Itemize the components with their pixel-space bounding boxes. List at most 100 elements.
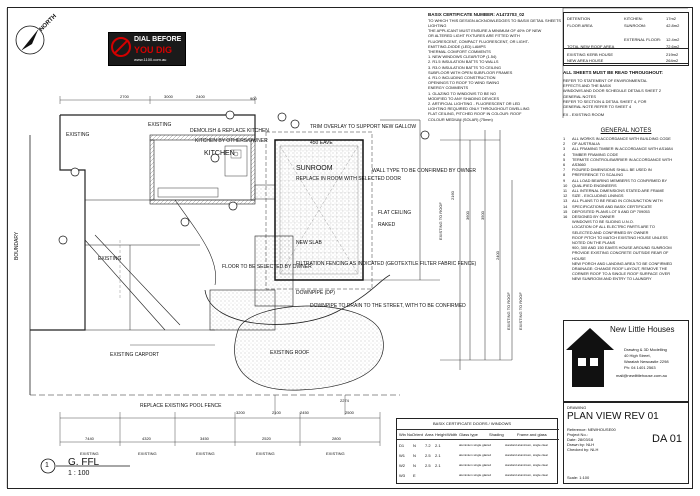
basix-header: BASIX CERTIFICATE NUMBER:: [428, 12, 495, 17]
general-note: SPECIFICATIONS AND BASIX CERTIFICATE: [572, 203, 652, 209]
basix-item: FLUORESCENT, COMPACT FLUORESCENT, OR LIG…: [428, 38, 530, 44]
schedule-cell: W1: [399, 453, 405, 458]
boundary-label: BOUNDARY: [14, 231, 20, 260]
basix-item: THE APPLICANT MUST ENSURE A MINIMUM OF 4…: [428, 28, 542, 34]
house-area-table: EXISTING KERB HOUSE 219m2 NEW AREA HOUSE…: [563, 48, 689, 66]
note-number: 13: [563, 198, 568, 204]
general-note: SIZE - EXCLUDING LININGS: [572, 193, 624, 199]
dim-right-2: 3600: [465, 211, 470, 220]
schedule-cell: 2.5: [425, 453, 431, 458]
note-number: 2: [563, 141, 566, 147]
dial-logo-url: www.1100.com.au: [134, 57, 167, 62]
general-note: HOUSE: [572, 255, 586, 261]
general-note: NEW PORCH AND LANDING AREA TO BE CONFIRM…: [572, 260, 673, 266]
basix-list: LIGHTING THE APPLICANT MUST ENSURE A MIN…: [428, 23, 556, 122]
field-value: NLH: [590, 447, 599, 452]
house-area-val: 219m2: [666, 52, 679, 57]
field-value: NLH: [586, 442, 595, 447]
company-address2: Waratah Newcastle 2298: [624, 359, 669, 364]
company-name: New Little Houses: [610, 325, 675, 334]
note-number: 5: [563, 156, 566, 162]
note-number: 15: [563, 208, 568, 214]
dim-misc-2: 900: [250, 96, 257, 101]
company-tagline: Drawing & 3D Modelling: [624, 347, 667, 352]
note-number: 8: [563, 172, 566, 178]
callout-6: FLOOR TO BE SELECTED BY OWNER: [222, 264, 312, 270]
basix-item: 3. R3.0 INSULATION BATTS TO CEILING: [428, 64, 502, 70]
house-area-left: NEW AREA HOUSE: [567, 58, 604, 63]
schedule-cell: N: [413, 453, 416, 458]
window-schedule: BASIX CERTIFICATE DOORS / WINDOWS Win No…: [396, 418, 559, 484]
general-note: QUALIFIED ENGINEERS: [572, 182, 617, 188]
schedule-cell: aluminium single glazed: [459, 453, 492, 457]
callout-9: DOWNPIPE TO DRAIN TO THE STREET, WITH TO…: [310, 303, 466, 309]
dim-right-4: 2400: [495, 251, 500, 260]
area-row-val: 12.4m2: [666, 37, 680, 42]
note-number: 1: [563, 136, 566, 141]
room-label-kitchen: KITCHEN: [204, 150, 235, 157]
title-block: DRAWING PLAN VIEW REV 01 Reference: NEWH…: [563, 402, 689, 484]
general-note: NEW SUNROOM AND ENTRY TO LAUNDRY: [572, 276, 652, 282]
basix-item: ENERGY COMMENTS: [428, 85, 469, 91]
general-note: ALL INTERNAL DIMENSIONS STATED ARE FRAME: [572, 188, 665, 194]
note-number: 9: [563, 177, 566, 183]
general-notes-block: GENERAL NOTES 1 2 3 4 5 6 7 8 9 10 11: [563, 128, 689, 282]
callout-4: FLAT CEILING: [378, 210, 412, 216]
dim-bottom-label-4: EXISTING: [256, 451, 275, 456]
basix-item: 2. R1.5 INSULATION BATTS TO WALLS: [428, 59, 499, 65]
dim-bottom-1: 7440: [85, 436, 94, 441]
general-note: TERMITE CONTROL/BARRIER IN ACCORDANCE WI…: [572, 156, 673, 162]
dim-bottom-label-5: EXISTING: [326, 451, 345, 456]
callout-2: 450 EAVE: [310, 140, 333, 146]
general-note: PROVIDE EXISTING CONCRETE OUTSIDE REAR O…: [572, 250, 669, 256]
no-dig-icon: [111, 37, 131, 57]
basix-item: MODIFIED TO ANY SHADING DEVICES: [428, 95, 500, 101]
company-address1: 40 High Street,: [624, 353, 651, 358]
read-note-line: WINDOWS AND DOOR SCHEDULE DETAILS SHEET …: [563, 88, 662, 94]
general-note: ALL WORKS IN ACCORDANCE WITH BUILDING CO…: [572, 136, 671, 141]
schedule-header: Frame and glass: [517, 432, 547, 437]
note-number: 16: [563, 214, 568, 220]
basix-item: 1. GLAZING TO WINDOWS TO BE NO: [428, 90, 497, 96]
general-note: ROOF PITCH TO MATCH EXISTING HOUSE UNLES…: [572, 234, 668, 240]
area-row-val: 42.8m2: [666, 23, 680, 28]
view-title: G. FFL: [68, 457, 100, 468]
basix-number: A1473703_02: [496, 12, 525, 17]
field-key: Drawn by:: [567, 442, 586, 447]
dim-upper-4: 2100: [272, 410, 281, 415]
schedule-header: Height: [435, 432, 447, 437]
read-note-line: REFER TO STATEMENT OF ENVIRONMENTAL: [563, 78, 648, 83]
read-notes-heading: ALL SHEETS MUST BE READ THROUGHOUT:: [563, 70, 663, 75]
schedule-cell: standard aluminium, single clear: [505, 443, 549, 447]
dim-right-label-1: EXISTING TO ROOF: [438, 202, 443, 240]
dim-misc-1: 2274: [340, 398, 349, 403]
dim-bottom-label-3: EXISTING: [196, 451, 215, 456]
area-row-left: FLOOR AREA: [567, 23, 593, 28]
schedule-cell: aluminium single glazed: [459, 443, 492, 447]
schedule-cell: N: [413, 443, 416, 448]
room-label-existing-carport: EXISTING CARPORT: [110, 352, 160, 358]
note-number: 6: [563, 162, 566, 168]
schedule-cell: E: [413, 473, 416, 478]
callout-8: DOWNPIPE (DP): [296, 290, 335, 296]
dial-logo-line1: DIAL BEFORE: [134, 36, 182, 43]
basix-line2: TO WHICH THIS DESIGN ACKNOWLEDGES TO BAS…: [428, 18, 562, 23]
basix-block: BASIX CERTIFICATE NUMBER: A1473703_02 TO…: [428, 12, 562, 122]
schedule-header: Win No.: [399, 432, 414, 437]
view-number: 1: [45, 462, 49, 469]
note-number: 12: [563, 193, 568, 199]
schedule-cell: 2.1: [435, 463, 441, 468]
dim-upper-2: 2400: [196, 94, 205, 99]
field-value: NEWHOUSE00: [587, 427, 616, 432]
room-label-existing-w: EXISTING: [98, 256, 122, 262]
note-number: 14: [563, 203, 568, 209]
drawing-title: PLAN VIEW REV 01: [567, 411, 659, 422]
schedule-header: Area: [425, 432, 434, 437]
north-arrow-icon: [15, 25, 45, 55]
field-key: Date:: [567, 437, 577, 442]
general-notes-title: GENERAL NOTES: [600, 128, 652, 134]
basix-item: THERMAL COMFORT COMMENTS: [428, 49, 491, 55]
sheet-number: DA 01: [652, 433, 682, 445]
